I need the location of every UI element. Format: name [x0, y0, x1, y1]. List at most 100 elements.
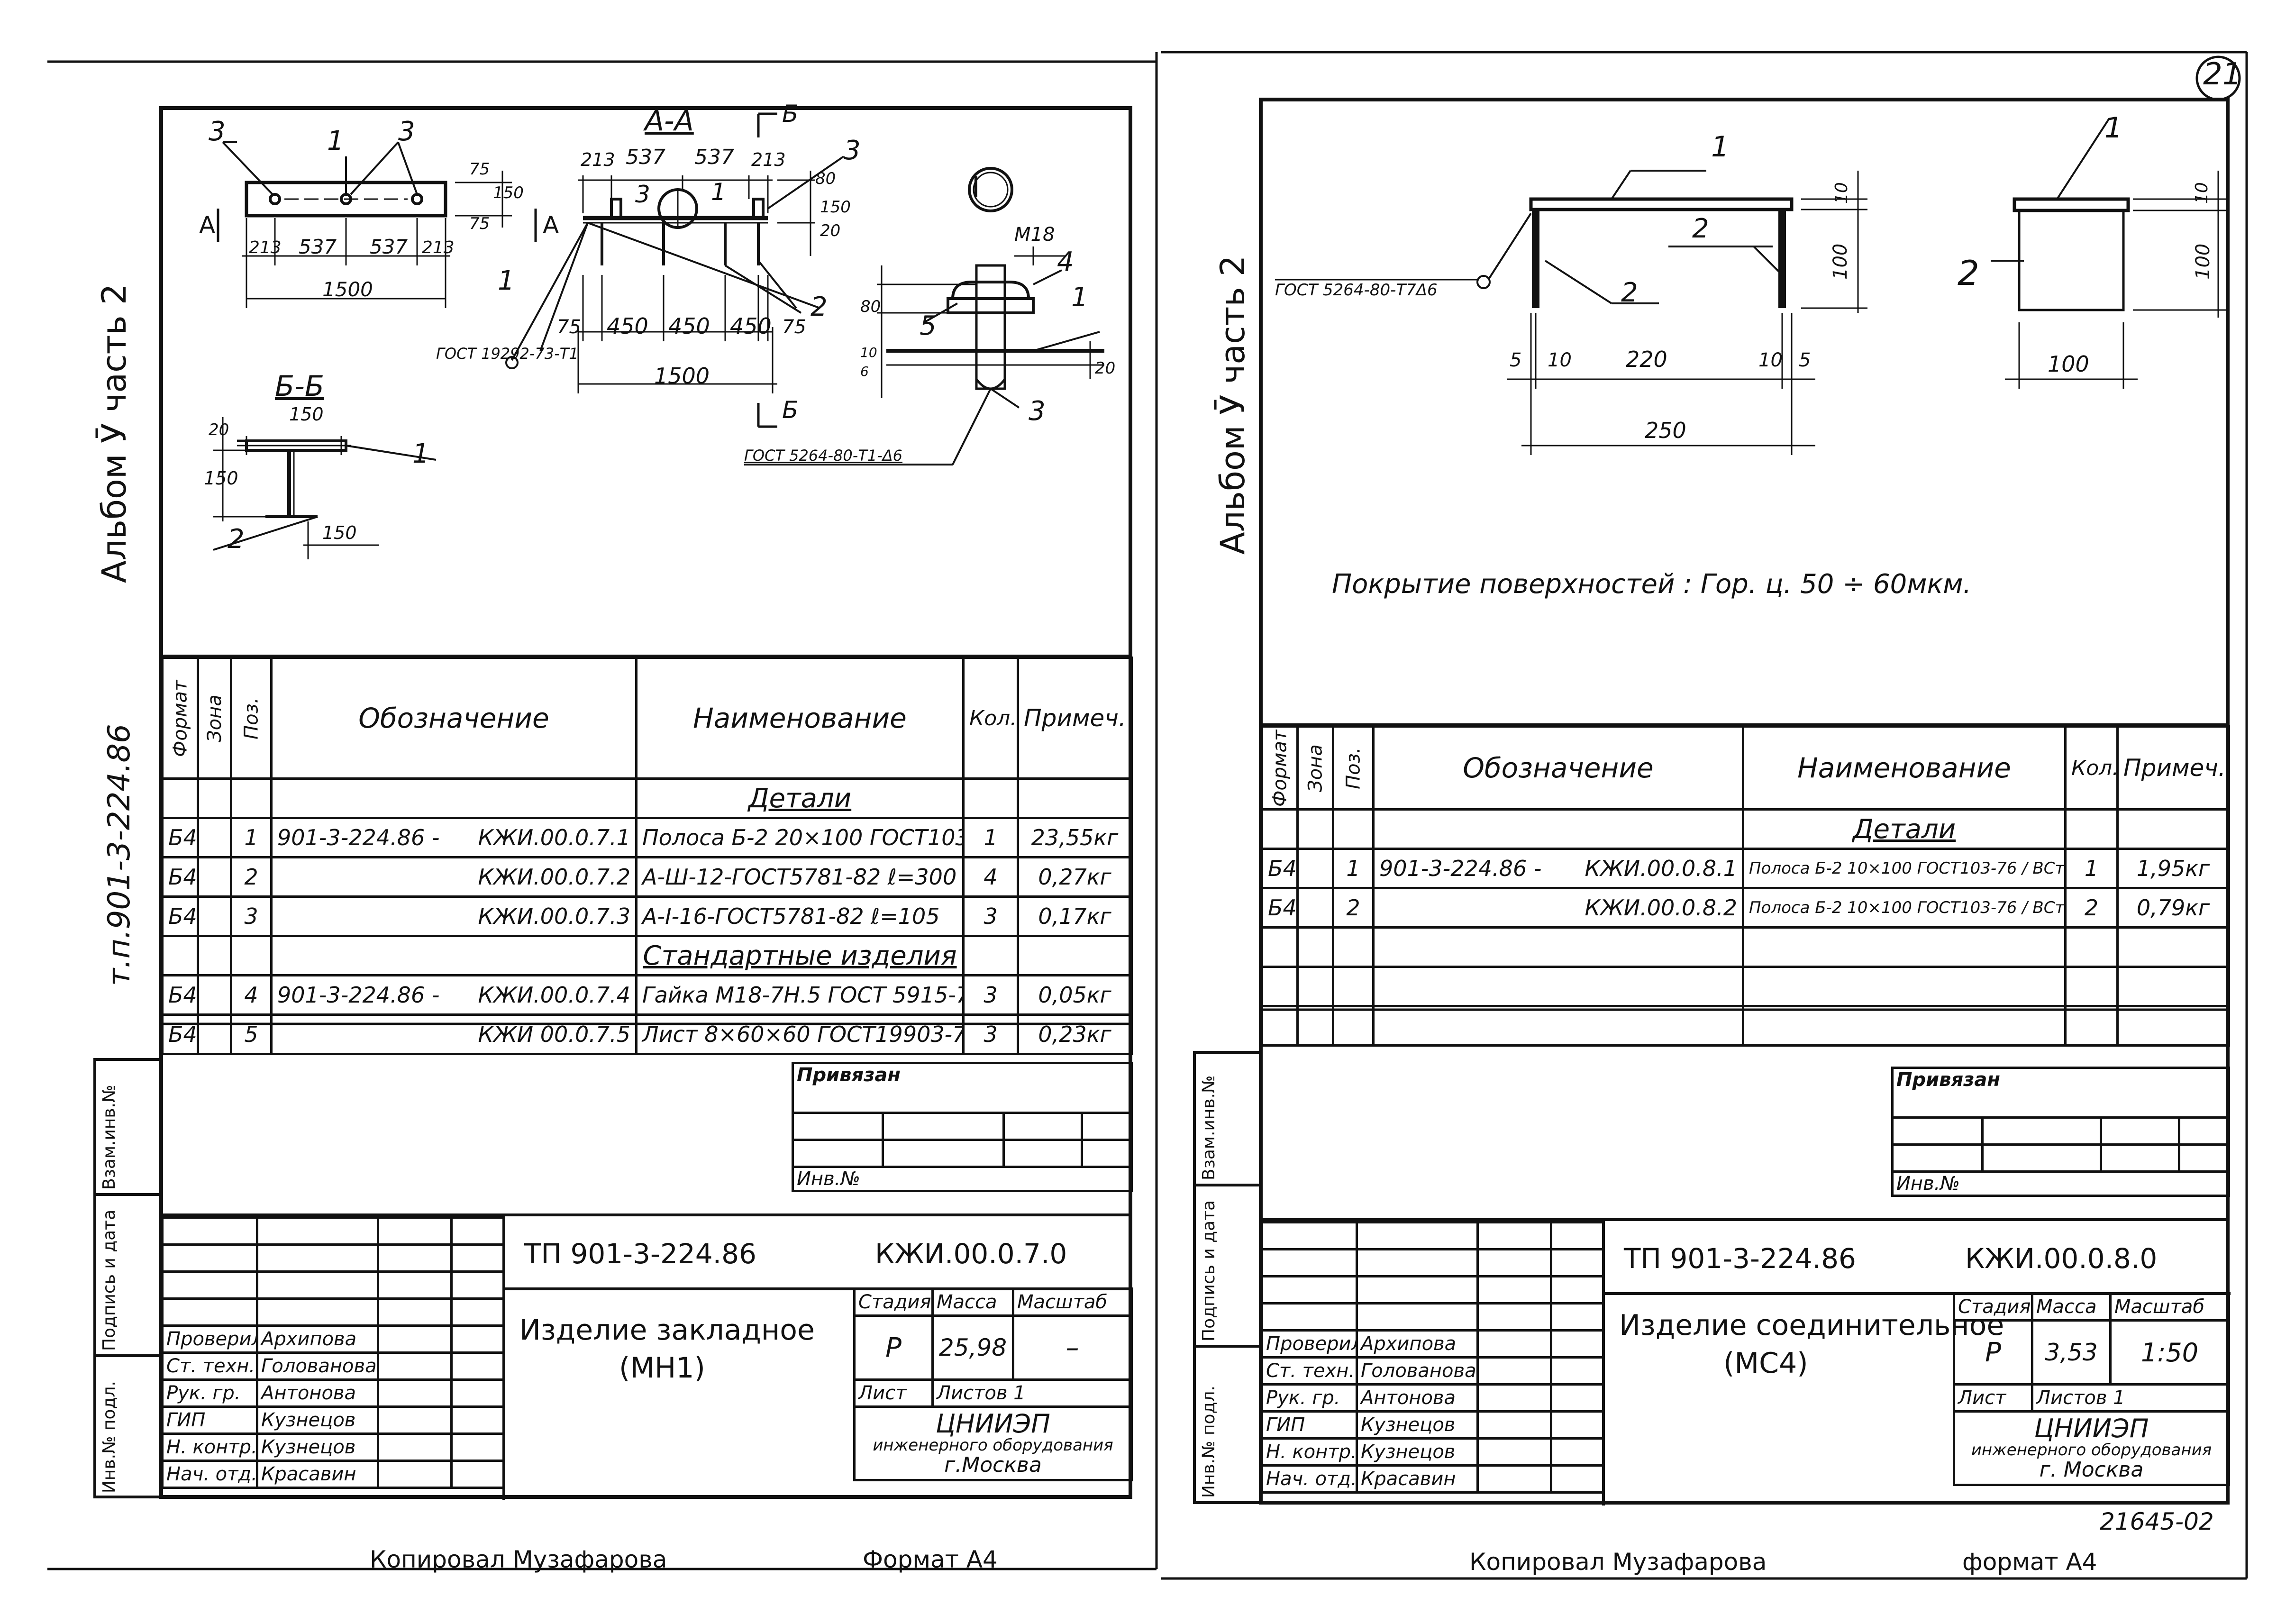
col-zone: Зона	[198, 657, 231, 779]
section-details: Детали	[635, 777, 965, 819]
cell-pos: 2	[230, 856, 273, 898]
dim: 5	[1510, 349, 1522, 371]
person: Архипова	[1356, 1329, 1479, 1359]
dim: 213	[422, 238, 455, 257]
detail-mark: I	[972, 171, 980, 204]
col-designation: Обозначение	[270, 657, 638, 780]
label-1: 1	[1711, 130, 1730, 164]
coating-note: Покрытие поверхностей : Гор. ц. 50 ÷ 60м…	[1332, 569, 1972, 600]
dim: 10	[2192, 182, 2212, 204]
dim: 20	[820, 221, 841, 240]
dim: 450	[730, 313, 772, 339]
person: Голованова	[1356, 1356, 1479, 1386]
gost-weld-1: ГОСТ 19292-73-Т1	[436, 345, 579, 363]
stage-header: Стадия	[1953, 1292, 2033, 1322]
cell-code: КЖИ.00.0.7.1	[478, 825, 630, 850]
label-2: 2	[1958, 253, 1979, 293]
right-footer-format: формат А4	[1962, 1548, 2097, 1576]
binding-inv: Инв.№	[1891, 1170, 2231, 1197]
cell-code: КЖИ.00.0.8.1	[1585, 856, 1737, 881]
sheet-label: Лист	[853, 1378, 934, 1408]
project-number: ТП 901-3-224.86	[1624, 1242, 1856, 1275]
col-format: Формат	[1262, 726, 1298, 810]
right-footer-copy: Копировал Музафарова	[1469, 1548, 1767, 1576]
org-name: ЦНИИЭП	[2034, 1413, 2149, 1443]
dim: 75	[557, 316, 581, 338]
dim: 213	[249, 238, 282, 257]
dim: 80	[815, 169, 836, 188]
cell-qty: 2	[2064, 887, 2119, 929]
cell-prefix: 901-3-224.86 -	[277, 825, 440, 850]
label-3: 3	[398, 116, 415, 147]
person: Голованова	[256, 1351, 379, 1381]
dim: 150	[322, 522, 357, 543]
scale-value: 1:50	[2109, 1319, 2230, 1386]
scale-value: –	[1012, 1314, 1133, 1381]
dim: 1500	[322, 278, 373, 301]
section-row: Детали	[161, 777, 1133, 819]
dim: 220	[1626, 347, 1667, 372]
dim: 20	[209, 420, 229, 439]
role: Ст. техн.	[161, 1351, 258, 1381]
col-note: Примеч.	[2116, 725, 2230, 811]
cell-code: КЖИ.00.0.7.2	[478, 864, 630, 890]
section-standard: Стандартные изделия	[635, 935, 965, 976]
left-binding-box: Привязан Инв.№	[791, 1062, 1133, 1192]
product-mark: (МС4)	[1723, 1347, 1808, 1380]
product-name: Изделие закладное	[519, 1314, 815, 1347]
person: Архипова	[256, 1324, 379, 1354]
section-row: Детали	[1261, 808, 2230, 850]
cell-pos: 3	[230, 895, 273, 937]
dim: 100	[1830, 243, 1851, 280]
cell-pos: 1	[1332, 848, 1375, 889]
person: Антонова	[1356, 1383, 1479, 1413]
left-footer-format: Формат А4	[863, 1546, 998, 1573]
dim: 450	[668, 313, 710, 339]
table-row: Б4 2 КЖИ.00.0.7.2 A-Ш-12-ГОСТ5781-82 ℓ=3…	[161, 856, 1133, 898]
label-3: 3	[1029, 396, 1046, 427]
product-box: Изделие соединительное (МС4)	[1602, 1292, 2004, 1505]
label-2: 2	[811, 292, 828, 322]
doc-code: КЖИ.00.0.7.0	[875, 1238, 1067, 1270]
person: Красавин	[1356, 1464, 1479, 1494]
org-sub: инженерного оборудования	[1971, 1441, 2212, 1460]
cell-format: Б4	[161, 856, 199, 898]
left-side-label-2: Подпись и дата	[100, 1209, 119, 1351]
cell-pos: 5	[230, 1013, 273, 1055]
sheet-number: 21	[2203, 57, 2242, 92]
cell-qty: 4	[962, 856, 1019, 898]
cell-qty: 1	[962, 817, 1019, 858]
dim: 5	[1799, 349, 1811, 371]
dim: 1500	[654, 363, 710, 389]
sheet-label: Лист	[1953, 1383, 2033, 1413]
role: Рук. гр.	[161, 1378, 258, 1408]
right-side-label-1: Взам.инв.№	[1199, 1075, 1219, 1180]
dim: 10	[860, 345, 877, 360]
mass-header: Масса	[931, 1287, 1014, 1317]
dim: 150	[493, 183, 524, 202]
role: Проверил	[1261, 1329, 1358, 1359]
dim: 537	[370, 235, 408, 258]
cell-pos: 1	[230, 817, 273, 858]
cell-qty: 3	[962, 895, 1019, 937]
role: Рук. гр.	[1261, 1383, 1358, 1413]
table-row: Б4 5 КЖИ 00.0.7.5 Лист 8×60×60 ГОСТ19903…	[161, 1013, 1133, 1055]
person: Антонова	[256, 1378, 379, 1408]
label-1: 1	[1071, 282, 1088, 313]
cell-name: Полоса Б-2 10×100 ГОСТ103-76 / ВСт3кп2 Г…	[1742, 887, 2067, 929]
dim: 537	[299, 235, 337, 258]
cell-note: 0,17кг	[1017, 895, 1133, 937]
cell-note: 0,27кг	[1017, 856, 1133, 898]
dim: 10	[1758, 349, 1783, 371]
dim: 20	[1095, 359, 1116, 378]
role: ГИП	[1261, 1410, 1358, 1440]
cell-code: КЖИ.00.0.8.2	[1585, 895, 1737, 921]
stage-header: Стадия	[853, 1287, 934, 1317]
right-spec-table: Формат Зона Поз. Обозначение Наименовани…	[1261, 725, 2230, 1047]
dim: 150	[820, 198, 851, 217]
dim: 150	[289, 404, 324, 425]
section-a-mark: А	[199, 211, 216, 239]
